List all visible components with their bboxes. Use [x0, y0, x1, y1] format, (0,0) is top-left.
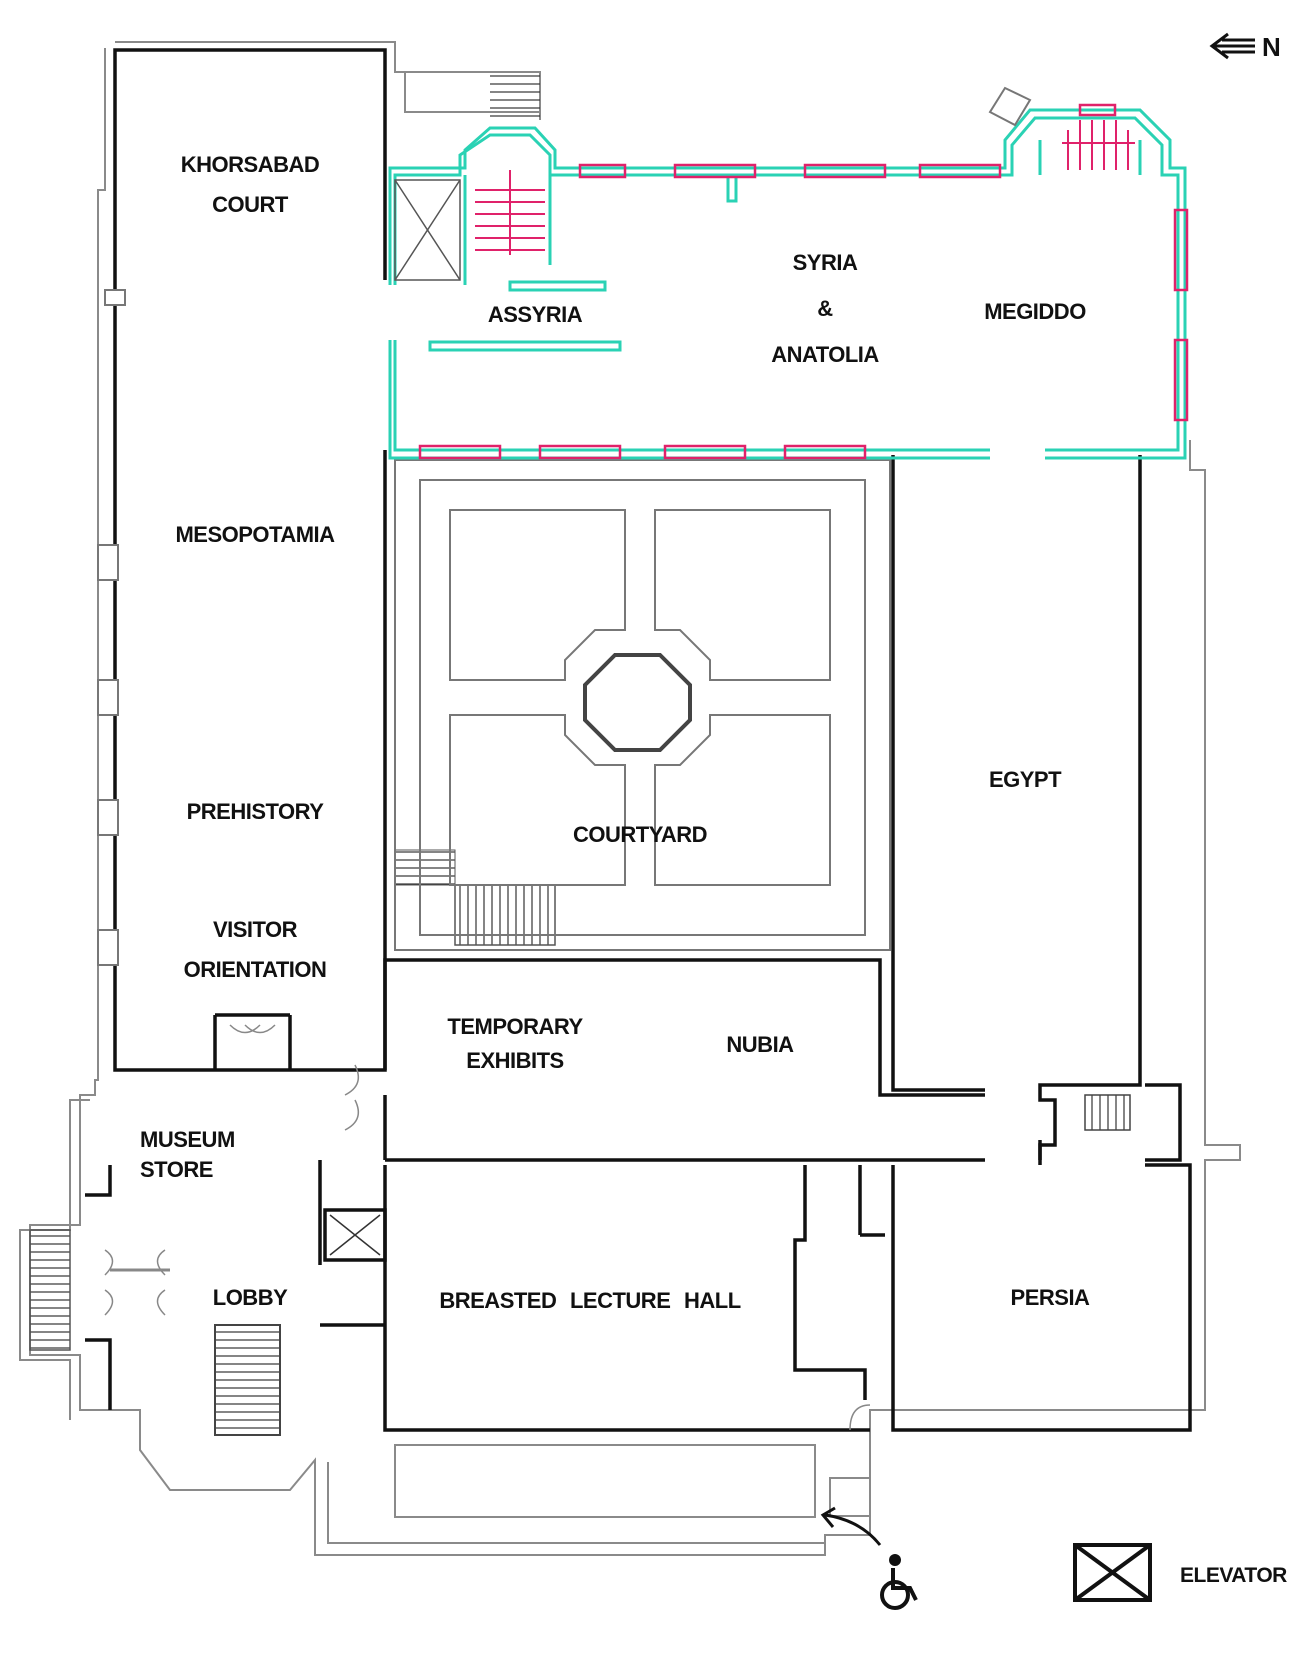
room-syria-line-2: &: [817, 296, 833, 321]
room-khorsabad-line-1: KHORSABAD: [180, 152, 320, 177]
room-syria-line-3: ANATOLIA: [771, 342, 879, 367]
room-khorsabad-court: KHORSABAD COURT: [160, 145, 340, 225]
room-temporary-exhibits: TEMPORARY EXHIBITS: [420, 1010, 610, 1078]
room-syria-anatolia: SYRIA & ANATOLIA: [740, 240, 910, 378]
stair-landing: [988, 86, 1032, 127]
wheelchair-icon: [880, 1554, 918, 1610]
room-store-line-1: MUSEUM: [140, 1127, 235, 1152]
elevator-icon: [1073, 1543, 1152, 1602]
room-lobby: LOBBY: [212, 1285, 288, 1310]
room-visitor-line-2: ORIENTATION: [183, 957, 327, 982]
gallery-highlight: [388, 108, 1187, 460]
room-courtyard: COURTYARD: [572, 822, 708, 847]
room-khorsabad-line-2: COURT: [212, 192, 288, 217]
room-visitor-line-1: VISITOR: [212, 917, 298, 942]
room-egypt: EGYPT: [988, 767, 1062, 792]
room-syria-line-1: SYRIA: [792, 250, 858, 275]
elevator-shaft-lower: [329, 1214, 381, 1256]
room-visitor-orientation: VISITOR ORIENTATION: [150, 910, 360, 990]
room-prehistory: PREHISTORY: [186, 799, 324, 824]
doors: [104, 1024, 871, 1431]
room-temporary-line-1: TEMPORARY: [447, 1014, 583, 1039]
room-persia: PERSIA: [1010, 1285, 1090, 1310]
room-mesopotamia: MESOPOTAMIA: [175, 522, 335, 547]
room-breasted-lecture-hall: BREASTED LECTURE HALL: [439, 1288, 741, 1313]
legend-elevator-label: ELEVATOR: [1180, 1564, 1287, 1587]
room-temporary-line-2: EXHIBITS: [466, 1048, 564, 1073]
elevator-shaft-upper: [394, 179, 461, 281]
room-assyria: ASSYRIA: [487, 302, 583, 327]
accessible-entrance-arrow: [820, 1506, 882, 1546]
room-nubia: NUBIA: [726, 1032, 794, 1057]
display-cases: [418, 103, 1189, 460]
stairs: [29, 74, 1131, 1436]
compass-north-label: N: [1262, 32, 1281, 62]
wall-niches: [97, 289, 126, 966]
courtyard-plan: [394, 459, 891, 951]
compass-arrow-icon: [1209, 32, 1255, 60]
room-megiddo: MEGIDDO: [984, 299, 1086, 324]
walls: [85, 48, 1192, 1432]
room-museum-store: MUSEUM STORE: [140, 1125, 270, 1185]
room-store-line-2: STORE: [140, 1157, 213, 1182]
